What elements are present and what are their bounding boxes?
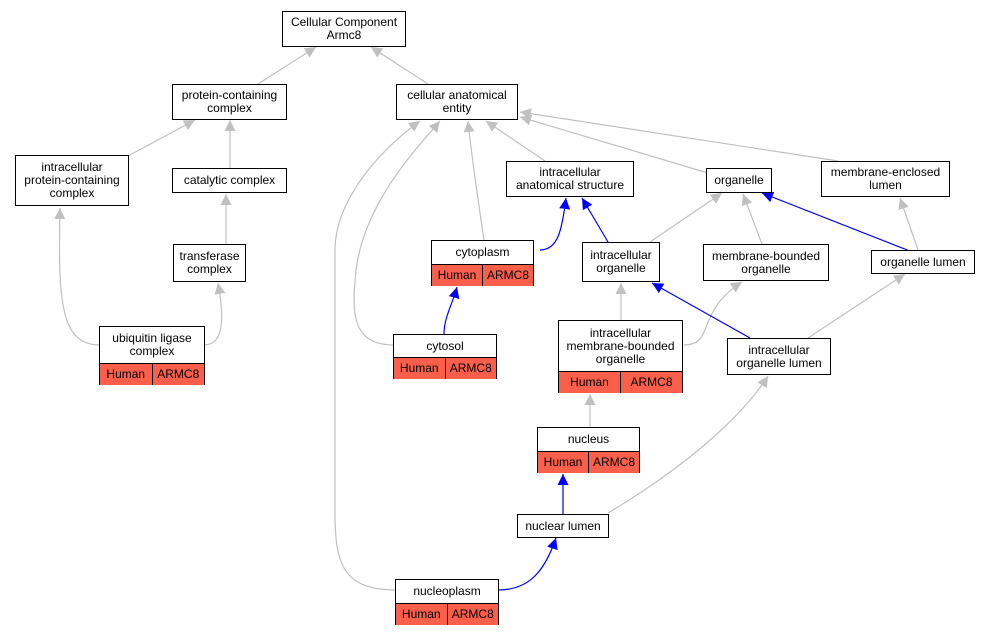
- edge-membrane-bounded-to-organelle: [741, 193, 763, 245]
- edge-ubiquitin-to-intracellular-protein-complex: [54, 207, 101, 346]
- node-label: organelle lumen: [880, 254, 966, 269]
- species-cell: Human: [401, 607, 441, 621]
- node-nucleus[interactable]: nucleus Human ARMC8: [537, 427, 640, 473]
- node-nucleoplasm[interactable]: nucleoplasm Human ARMC8: [395, 579, 499, 625]
- edge-cytoplasm-to-anatomical-entity: [463, 120, 485, 241]
- species-cell: Human: [437, 268, 477, 282]
- node-nuclear-lumen[interactable]: nuclear lumen: [517, 514, 609, 538]
- species-cell: Human: [543, 455, 583, 469]
- node-label: intracellular organelle lumen: [736, 342, 822, 370]
- node-label: organelle: [714, 173, 764, 187]
- edge-intracellular-organelle-to-organelle: [649, 192, 723, 243]
- species-cell: Human: [106, 367, 146, 381]
- node-label: Cellular Component Armc8: [290, 15, 398, 42]
- node-cytoplasm[interactable]: cytoplasm Human ARMC8: [431, 240, 534, 286]
- edge-cytoplasm-to-intracellular-structure: [539, 197, 571, 251]
- node-label: transferase complex: [179, 249, 240, 276]
- annotation-row: Human ARMC8: [538, 451, 639, 473]
- gene-cell: ARMC8: [444, 358, 497, 379]
- node-intracellular-membrane-bounded-organelle[interactable]: intracellular membrane-bounded organelle…: [558, 320, 683, 393]
- node-label: membrane-bounded organelle: [711, 248, 821, 276]
- node-intracellular-organelle[interactable]: intracellular organelle: [582, 242, 660, 282]
- node-organelle[interactable]: organelle: [706, 168, 772, 193]
- annotation-row: Human ARMC8: [432, 264, 533, 286]
- edge-intracellular-membrane-organelle-to-membrane-bounded: [683, 281, 743, 346]
- node-catalytic-complex[interactable]: catalytic complex: [172, 168, 287, 193]
- node-cellular-anatomical-entity[interactable]: cellular anatomical entity: [396, 84, 518, 120]
- node-label: ubiquitin ligase complex: [112, 331, 192, 358]
- edge-intracellular-organelle-lumen-to-organelle-lumen: [807, 273, 906, 339]
- node-label: cellular anatomical entity: [407, 88, 507, 115]
- edge-nucleoplasm-to-nuclear-lumen: [497, 537, 558, 591]
- node-membrane-enclosed-lumen[interactable]: membrane-enclosed lumen: [821, 161, 950, 197]
- node-transferase-complex[interactable]: transferase complex: [173, 244, 246, 282]
- gene-cell: ARMC8: [620, 372, 682, 393]
- node-label: protein-containing complex: [181, 88, 278, 115]
- node-intracellular-protein-containing-complex[interactable]: intracellular protein-containing complex: [15, 155, 129, 206]
- node-label: intracellular organelle: [590, 248, 652, 275]
- edge-organelle-to-anatomical-entity: [519, 114, 709, 174]
- node-label: nucleus: [567, 432, 610, 446]
- species-cell: Human: [399, 361, 439, 375]
- edge-intracellular-protein-complex-to-protein-complex: [127, 119, 196, 157]
- node-ubiquitin-ligase-complex[interactable]: ubiquitin ligase complex Human ARMC8: [99, 326, 205, 385]
- gene-cell: ARMC8: [588, 452, 639, 473]
- edge-anatomical-entity-to-root: [370, 46, 429, 85]
- edge-intracellular-structure-to-anatomical-entity: [485, 120, 546, 162]
- node-label: intracellular anatomical structure: [515, 165, 625, 192]
- annotation-row: Human ARMC8: [396, 603, 498, 625]
- edge-membrane-enclosed-lumen-to-anatomical-entity: [519, 108, 839, 162]
- node-label: cytosol: [426, 338, 464, 353]
- node-intracellular-organelle-lumen[interactable]: intracellular organelle lumen: [727, 338, 831, 375]
- node-label: cytoplasm: [455, 245, 510, 259]
- gene-cell: ARMC8: [446, 604, 499, 625]
- annotation-row: Human ARMC8: [559, 371, 682, 393]
- node-organelle-lumen[interactable]: organelle lumen: [871, 250, 975, 274]
- gene-cell: ARMC8: [151, 364, 205, 385]
- edge-intracellular-organelle-lumen-to-intracellular-organelle: [651, 282, 751, 339]
- edge-nucleoplasm-to-anatomical-entity: [334, 120, 421, 591]
- annotation-row: Human ARMC8: [394, 357, 496, 379]
- edge-ubiquitin-to-transferase: [203, 282, 226, 346]
- edge-intracellular-organelle-to-intracellular-structure: [581, 197, 609, 243]
- node-cytosol[interactable]: cytosol Human ARMC8: [393, 334, 497, 379]
- node-label: intracellular membrane-bounded organelle: [566, 325, 675, 366]
- node-protein-containing-complex[interactable]: protein-containing complex: [172, 84, 287, 120]
- node-intracellular-anatomical-structure[interactable]: intracellular anatomical structure: [506, 161, 634, 197]
- annotation-row: Human ARMC8: [100, 363, 204, 385]
- node-label: membrane-enclosed lumen: [830, 165, 941, 192]
- node-cellular-component-root[interactable]: Cellular Component Armc8: [282, 11, 406, 47]
- edge-nuclear-lumen-to-intracellular-organelle-lumen: [607, 375, 769, 514]
- node-membrane-bounded-organelle[interactable]: membrane-bounded organelle: [703, 244, 829, 281]
- node-label: nucleoplasm: [413, 584, 481, 598]
- edge-cytosol-to-anatomical-entity: [353, 120, 441, 346]
- edge-cytosol-to-cytoplasm: [443, 286, 460, 335]
- edge-organelle-lumen-to-organelle: [761, 191, 921, 256]
- node-label: catalytic complex: [183, 173, 276, 187]
- node-label: nuclear lumen: [525, 518, 601, 533]
- edge-protein-complex-to-root: [257, 46, 317, 85]
- node-label: intracellular protein-containing complex: [24, 160, 120, 200]
- gene-cell: ARMC8: [482, 265, 533, 286]
- edge-organelle-lumen-to-membrane-enclosed-lumen: [898, 197, 919, 251]
- species-cell: Human: [570, 375, 609, 389]
